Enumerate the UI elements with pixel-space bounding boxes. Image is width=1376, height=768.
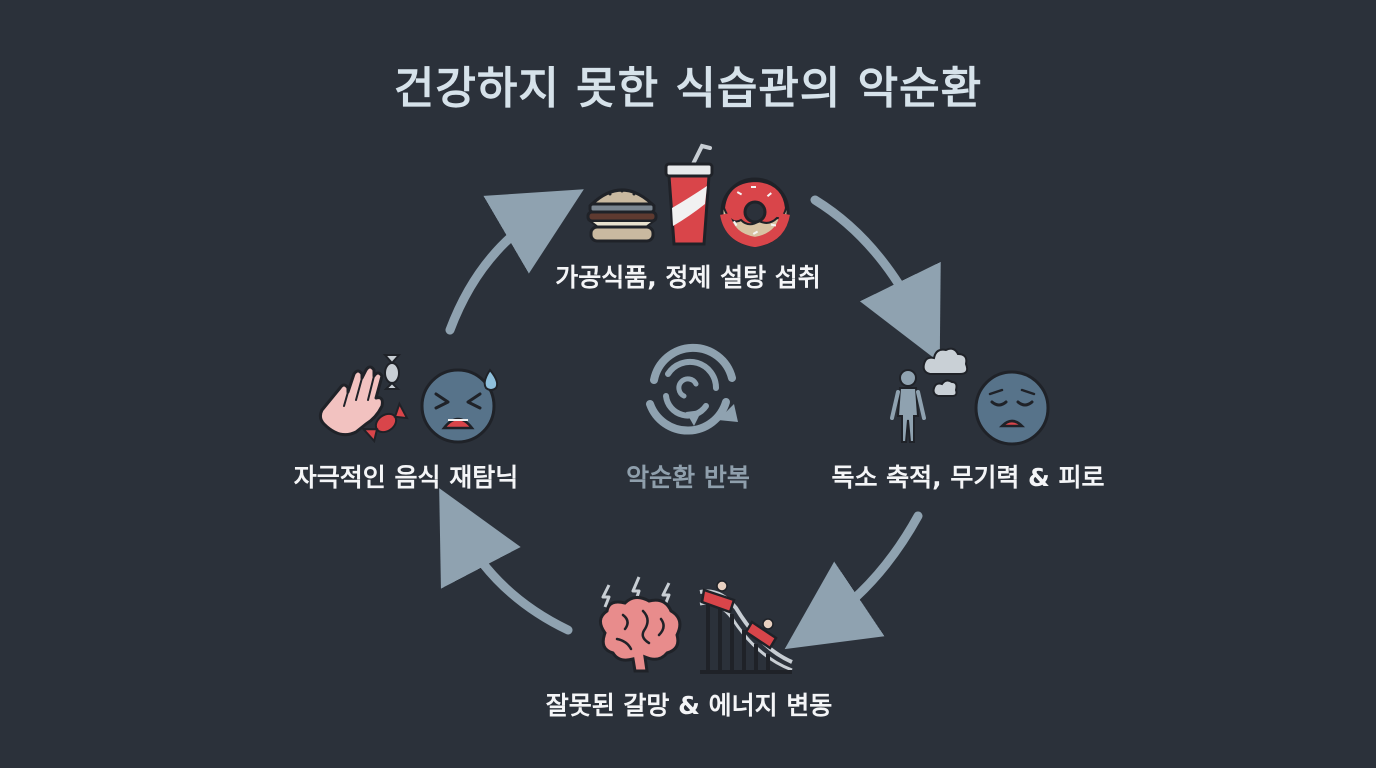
stage-label-left: 자극적인 음식 재탐닉 bbox=[293, 463, 519, 492]
arrow-bottom-to-left bbox=[439, 488, 573, 635]
center-label: 악순환 반복 bbox=[626, 463, 750, 492]
stage-label-top: 가공식품, 정제 설탕 섭취 bbox=[555, 263, 821, 292]
soda-cup-icon bbox=[664, 143, 714, 246]
candy-icon bbox=[361, 401, 409, 444]
cycle-icon bbox=[646, 343, 738, 435]
stage-label-bottom: 잘못된 갈망 & 에너지 변동 bbox=[545, 691, 833, 720]
arrow-left-to-top bbox=[445, 189, 584, 335]
candy-icon bbox=[382, 354, 402, 390]
donut-icon bbox=[720, 177, 790, 248]
anxious-face-icon bbox=[420, 368, 499, 444]
burger-icon bbox=[586, 188, 658, 243]
stage-label-right: 독소 축적, 무기력 & 피로 bbox=[831, 463, 1105, 492]
arrow-right-to-bottom bbox=[784, 511, 923, 650]
page-title: 건강하지 못한 식습관의 악순환 bbox=[393, 63, 983, 114]
arrow-top-to-right bbox=[810, 195, 941, 363]
brain-lightning-icon bbox=[599, 576, 682, 673]
roller-coaster-icon bbox=[699, 580, 793, 674]
tired-person-icon bbox=[890, 369, 926, 443]
sad-face-icon bbox=[974, 370, 1050, 446]
smoke-cloud-icon bbox=[922, 347, 969, 397]
grabbing-hand-icon bbox=[318, 365, 384, 437]
